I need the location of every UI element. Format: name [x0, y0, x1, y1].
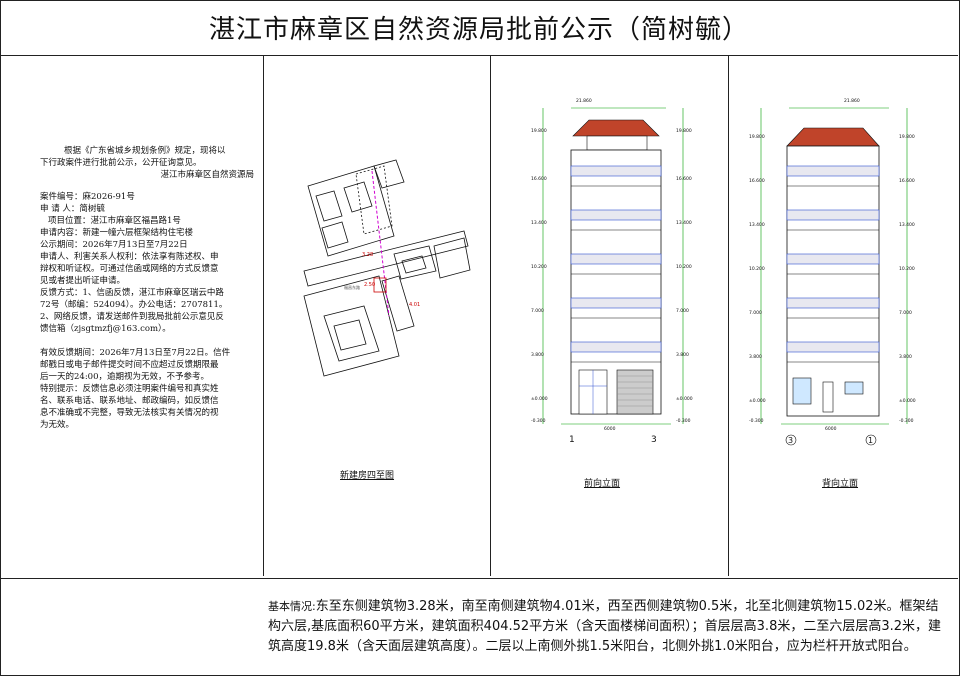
- svg-text:-0.300: -0.300: [749, 418, 764, 424]
- deadline: 有效反馈期间：2026年7月13日至7月22日。信件: [40, 348, 231, 358]
- notice-column: [0, 56, 264, 576]
- svg-text:2.50: 2.50: [364, 282, 375, 288]
- publicity-period: 公示期间：2026年7月13日至7月22日: [40, 240, 188, 250]
- special-note: 息不准确或不完整，导致无法核实有关情况的视: [40, 408, 219, 418]
- deadline: 邮戳日或电子邮件提交时间不应超过反馈期限最: [40, 360, 219, 370]
- svg-text:3.800: 3.800: [749, 354, 762, 360]
- svg-text:7.000: 7.000: [749, 310, 762, 316]
- svg-text:19.800: 19.800: [676, 128, 692, 134]
- issuing-org: 湛江市麻章区自然资源局: [160, 170, 254, 180]
- svg-text:±0.000: ±0.000: [676, 396, 693, 402]
- svg-text:10.200: 10.200: [749, 266, 765, 272]
- svg-text:16.600: 16.600: [531, 176, 547, 182]
- front-elevation-drawing: 21.860 19.800 19.800 16.600 16.600 13.400 1…: [531, 98, 693, 445]
- svg-text:3.800: 3.800: [899, 354, 912, 360]
- rights: 辩权和听证权。可通过信函或网络的方式反馈意: [40, 264, 219, 274]
- svg-text:3.800: 3.800: [676, 352, 689, 358]
- special-note: 名、联系电话、联系地址、邮政编码，如反馈信: [40, 396, 219, 406]
- svg-text:3.28: 3.28: [362, 252, 373, 258]
- intro-line: 下行政案件进行批前公示，公开征询意见。: [40, 158, 202, 168]
- page-title: 湛江市麻章区自然资源局批前公示（简树毓）: [0, 0, 958, 56]
- notice-text: 根据《广东省城乡规划条例》规定，现将以 下行政案件进行批前公示，公开征询意见。 …: [40, 145, 260, 431]
- divider: [490, 56, 491, 576]
- svg-text:6000: 6000: [604, 426, 616, 432]
- svg-text:13.400: 13.400: [749, 222, 765, 228]
- svg-text:16.600: 16.600: [749, 178, 765, 184]
- deadline: 后一天的24:00，逾期视为无效，不予参考。: [40, 372, 209, 382]
- application-content: 申请内容：新建一幢六层框架结构住宅楼: [40, 228, 194, 238]
- feedback: 2、网络反馈，请发送邮件到我局批前公示意见反: [40, 312, 224, 322]
- axis-label: 3: [788, 436, 793, 445]
- svg-text:6000: 6000: [825, 426, 837, 432]
- svg-text:7.000: 7.000: [899, 310, 912, 316]
- svg-text:13.400: 13.400: [676, 220, 692, 226]
- basic-info-body: 东至东侧建筑物3.28米，南至南侧建筑物4.01米，西至西侧建筑物0.5米，北至…: [268, 599, 942, 654]
- site-plan-caption: 新建房四至图: [340, 471, 395, 481]
- svg-text:10.200: 10.200: [899, 266, 915, 272]
- front-elevation-caption: 前向立面: [584, 479, 621, 489]
- rights: 见或者提出听证申请。: [40, 276, 126, 286]
- top-dimension: 21.860: [576, 98, 592, 104]
- svg-text:4.01: 4.01: [409, 302, 420, 308]
- svg-text:21.860: 21.860: [844, 98, 860, 104]
- svg-text:3.800: 3.800: [531, 352, 544, 358]
- applicant: 申 请 人：简树毓: [40, 204, 105, 214]
- back-elevation-drawing: 21.860 19.800 19.800 16.600 16.600 13.400 1…: [749, 98, 916, 446]
- intro-line: 根据《广东省城乡规划条例》规定，现将以: [64, 146, 226, 156]
- svg-text:16.600: 16.600: [676, 176, 692, 182]
- basic-info-label: 基本情况:: [268, 600, 316, 613]
- svg-text:±0.000: ±0.000: [531, 396, 548, 402]
- svg-text:-0.300: -0.300: [899, 418, 914, 424]
- divider: [728, 56, 729, 576]
- special-note: 为无效。: [40, 420, 75, 430]
- rights: 申请人、利害关系人权利：依法享有陈述权、申: [40, 252, 219, 262]
- back-elevation-caption: 背向立面: [822, 479, 859, 489]
- svg-text:13.400: 13.400: [531, 220, 547, 226]
- svg-text:7.000: 7.000: [531, 308, 544, 314]
- svg-text:-0.300: -0.300: [531, 418, 546, 424]
- svg-text:13.400: 13.400: [899, 222, 915, 228]
- axis-label: 1: [868, 436, 873, 445]
- svg-text:19.800: 19.800: [899, 134, 915, 140]
- svg-text:19.800: 19.800: [531, 128, 547, 134]
- feedback: 反馈方式：1、信函反馈，湛江市麻章区瑞云中路: [40, 288, 224, 298]
- svg-text:10.200: 10.200: [676, 264, 692, 270]
- svg-text:19.800: 19.800: [749, 134, 765, 140]
- case-number: 案件编号：麻2026-91号: [40, 192, 135, 202]
- svg-text:±0.000: ±0.000: [749, 398, 766, 404]
- svg-text:7.000: 7.000: [676, 308, 689, 314]
- site-plan-drawing: 3.28 2.50 4.01 福昌东路: [303, 159, 471, 377]
- svg-text:10.200: 10.200: [531, 264, 547, 270]
- feedback: 馈信箱（zjsgtmzfj@163.com）。: [40, 324, 171, 334]
- svg-text:福昌东路: 福昌东路: [344, 284, 360, 290]
- basic-info-section: 基本情况:东至东侧建筑物3.28米，南至南侧建筑物4.01米，西至西侧建筑物0.…: [0, 578, 958, 677]
- svg-text:16.600: 16.600: [899, 178, 915, 184]
- special-note: 特别提示：反馈信息必须注明案件编号和真实姓: [40, 384, 219, 394]
- axis-label: 1: [569, 435, 575, 445]
- svg-text:±0.000: ±0.000: [899, 398, 916, 404]
- axis-label: 3: [651, 435, 657, 445]
- basic-info-text: 基本情况:东至东侧建筑物3.28米，南至南侧建筑物4.01米，西至西侧建筑物0.…: [268, 597, 948, 657]
- svg-text:-0.300: -0.300: [676, 418, 691, 424]
- feedback: 72号（邮编：524094）。办公电话：2707811。: [40, 300, 228, 310]
- project-location: 项目位置：湛江市麻章区福昌路1号: [48, 216, 181, 226]
